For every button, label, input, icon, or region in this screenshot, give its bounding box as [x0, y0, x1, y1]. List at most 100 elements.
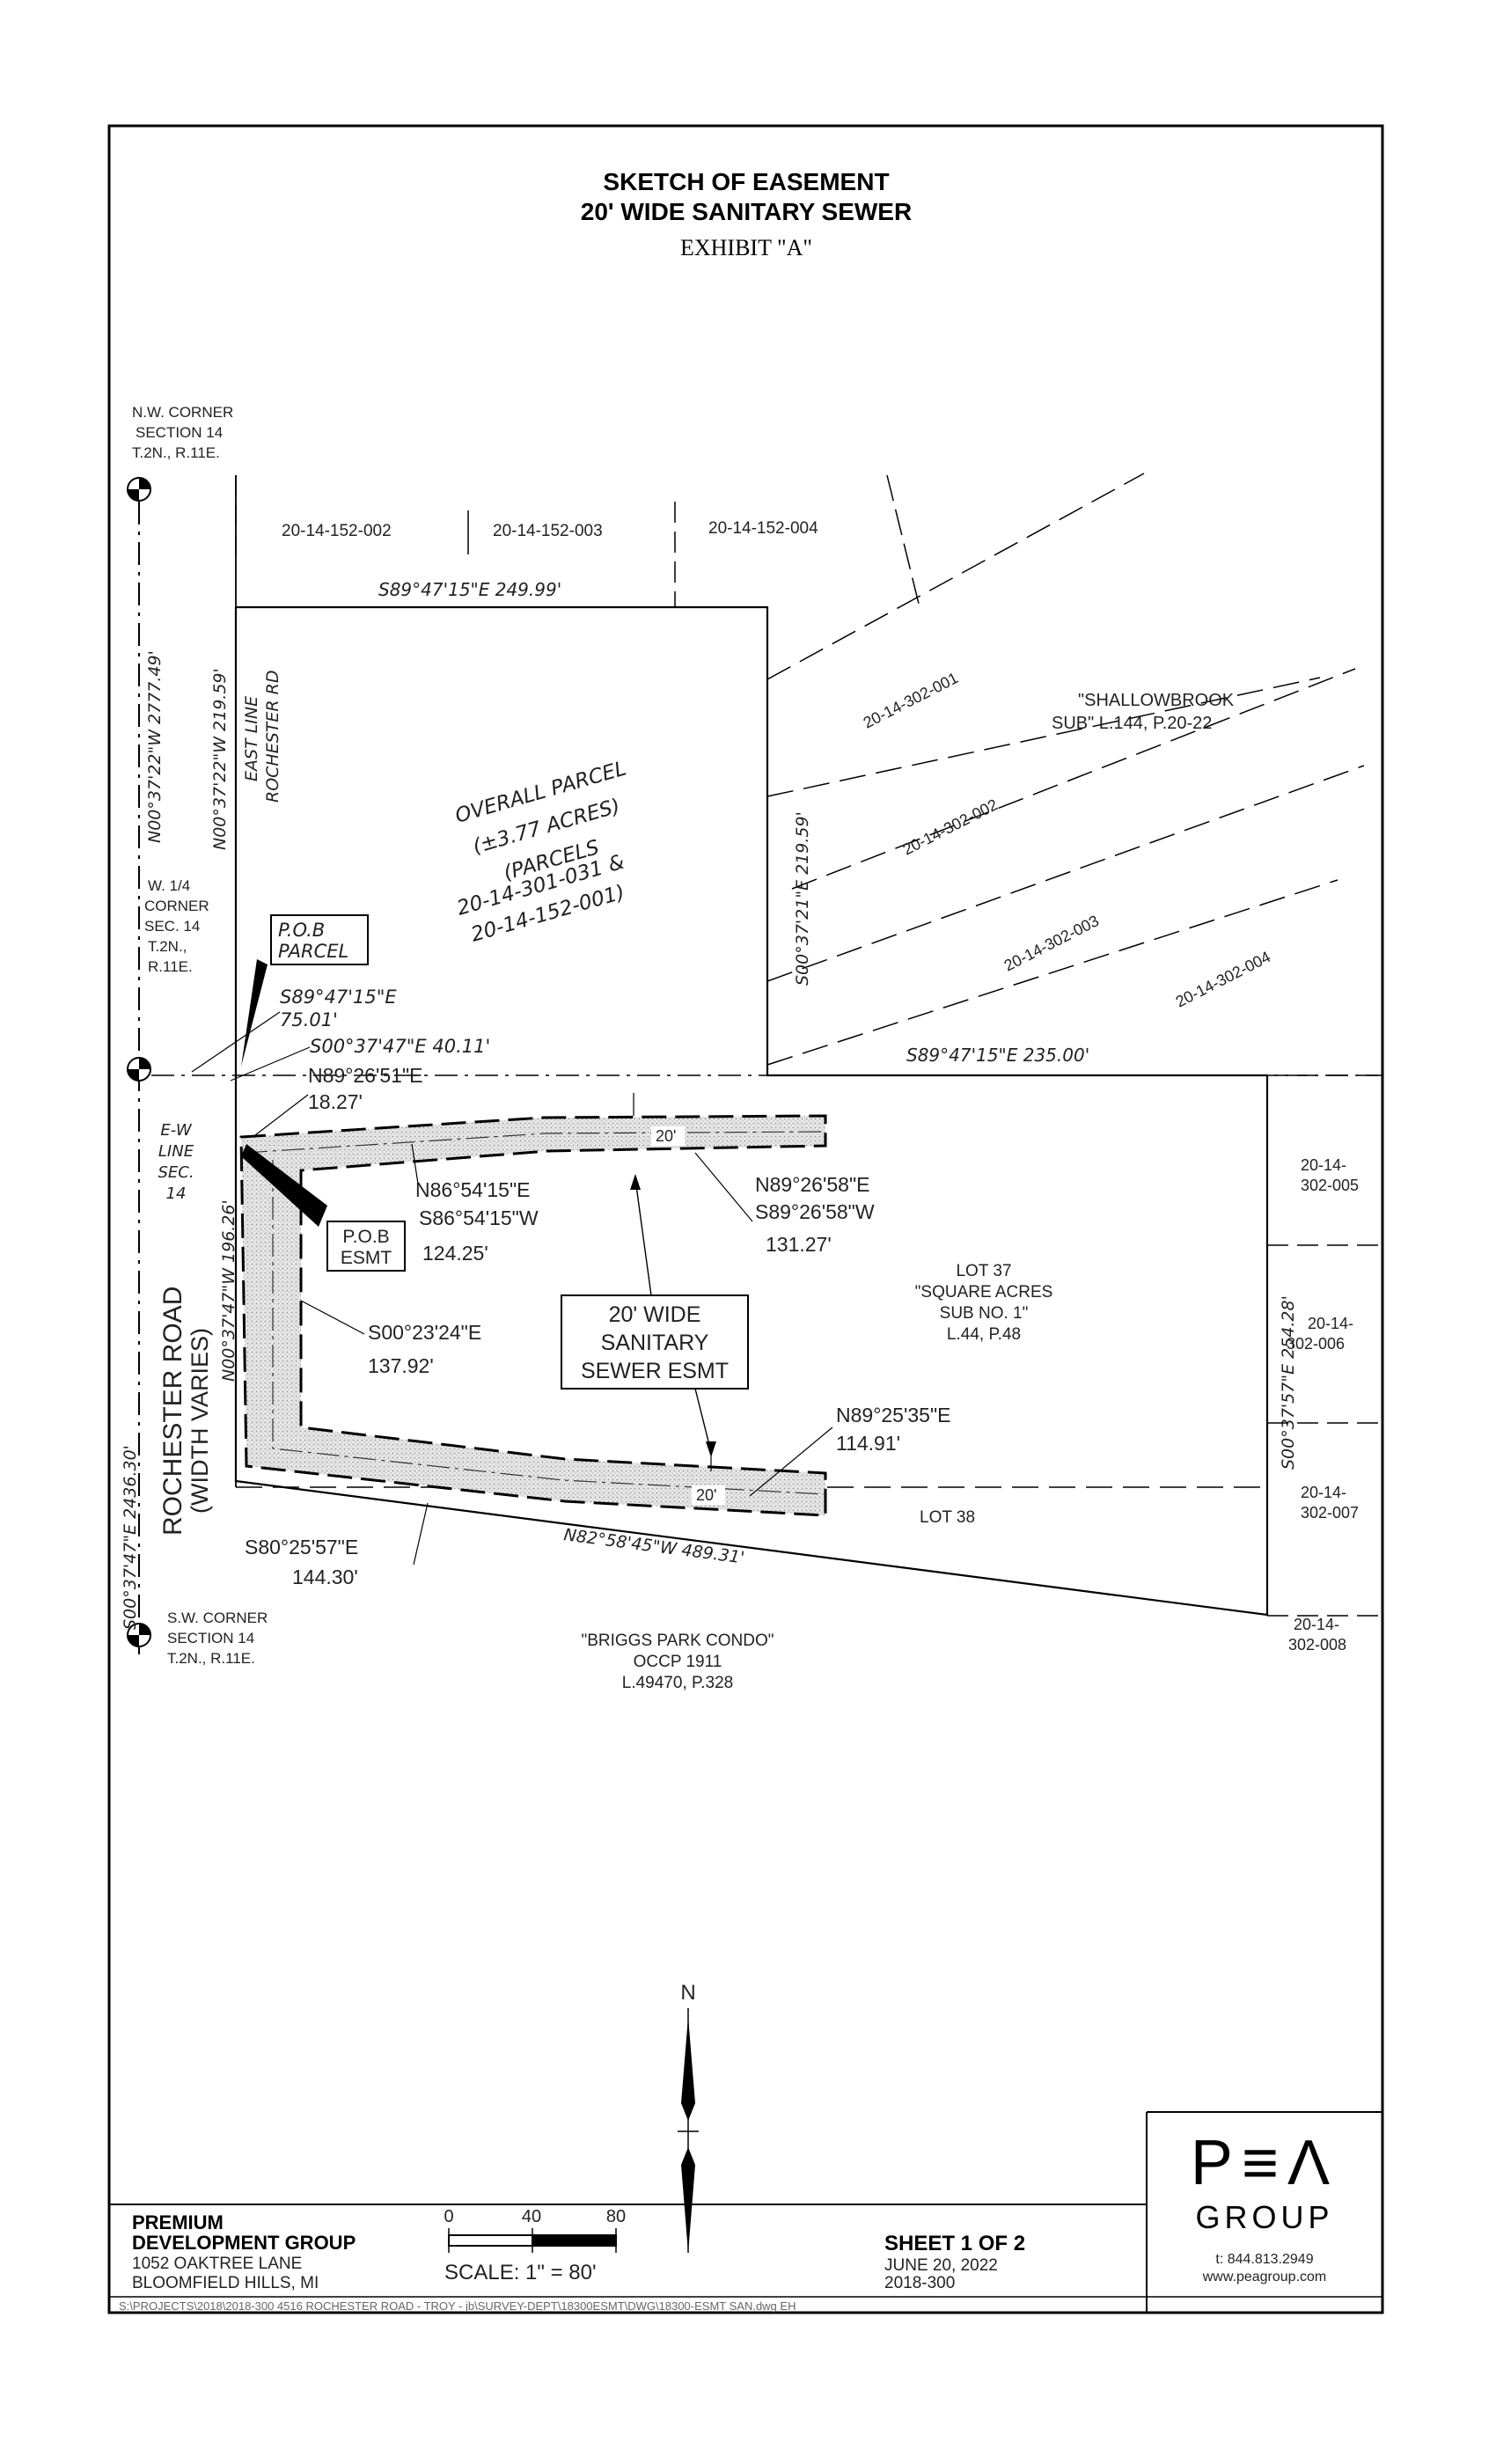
- svg-text:20': 20': [656, 1127, 676, 1145]
- svg-text:40: 40: [522, 2207, 541, 2226]
- east-upper-bearing: S00°37'21"E 219.59': [793, 811, 812, 986]
- w-quarter-corner-label: W. 1/4 CORNER SEC. 14 T.2N., R.11E.: [144, 877, 209, 975]
- svg-text:N89°26'58"E: N89°26'58"E: [755, 1173, 869, 1196]
- svg-text:SEWER ESMT: SEWER ESMT: [581, 1359, 729, 1383]
- svg-text:ROCHESTER RD: ROCHESTER RD: [263, 671, 282, 803]
- title-line1: SKETCH OF EASEMENT: [603, 168, 889, 195]
- svg-text:(WIDTH VARIES): (WIDTH VARIES): [187, 1328, 213, 1514]
- nw-corner-label: N.W. CORNER SECTION 14 T.2N., R.11E.: [132, 404, 233, 461]
- svg-text:CORNER: CORNER: [144, 898, 209, 914]
- svg-text:BLOOMFIELD HILLS, MI: BLOOMFIELD HILLS, MI: [132, 2274, 319, 2292]
- svg-text:T.2N., R.11E.: T.2N., R.11E.: [132, 444, 220, 461]
- svg-text:20' WIDE: 20' WIDE: [609, 1302, 701, 1327]
- west-top-bearing: N00°37'22"W 219.59': [210, 668, 230, 850]
- svg-text:124.25': 124.25': [422, 1242, 488, 1265]
- sanitary-sewer-easement: [239, 1114, 827, 1517]
- svg-text:302-005: 302-005: [1301, 1177, 1359, 1194]
- svg-text:T.2N.,: T.2N.,: [148, 938, 187, 955]
- esmt-leader: [749, 1426, 833, 1497]
- svg-text:P.O.B: P.O.B: [342, 1227, 389, 1247]
- svg-text:N86°54'15"E: N86°54'15"E: [415, 1178, 530, 1201]
- svg-text:N: N: [680, 1981, 695, 2005]
- tie-leader: [191, 1011, 281, 1073]
- svg-text:www.peagroup.com: www.peagroup.com: [1202, 2270, 1327, 2284]
- svg-text:"BRIGGS PARK CONDO": "BRIGGS PARK CONDO": [581, 1632, 774, 1650]
- east-line-rochester-label: EAST LINE ROCHESTER RD: [242, 671, 282, 803]
- svg-text:SUB" L.144, P.20-22: SUB" L.144, P.20-22: [1052, 714, 1212, 733]
- svg-text:144.30': 144.30': [292, 1566, 358, 1588]
- esmt-leader: [694, 1152, 753, 1222]
- scale-bar: 0 40 80 SCALE: 1" = 80': [444, 2207, 626, 2284]
- svg-text:20-14-: 20-14-: [1294, 1616, 1339, 1633]
- parcel-divider: [886, 474, 920, 608]
- svg-text:N89°26'51"E: N89°26'51"E: [308, 1064, 422, 1087]
- svg-text:L.44, P.48: L.44, P.48: [947, 1325, 1021, 1344]
- svg-text:t: 844.813.2949: t: 844.813.2949: [1215, 2252, 1313, 2267]
- svg-text:2018-300: 2018-300: [884, 2274, 955, 2292]
- w-quarter-corner-monument: [127, 1057, 151, 1082]
- esmt-leader: [254, 1094, 309, 1136]
- svg-text:20-14-152-002: 20-14-152-002: [282, 522, 392, 540]
- svg-text:302-007: 302-007: [1301, 1504, 1359, 1522]
- sheet-border: [107, 124, 1384, 2314]
- lot-38-label: LOT 38: [920, 1508, 975, 1527]
- svg-text:OCCP 1911: OCCP 1911: [634, 1653, 722, 1671]
- svg-text:S80°25'57"E: S80°25'57"E: [245, 1536, 358, 1558]
- svg-text:JUNE 20, 2022: JUNE 20, 2022: [884, 2256, 998, 2275]
- north-arrow: N: [678, 1981, 699, 2253]
- west-bottom-bearing: N00°37'47"W 196.26': [219, 1199, 238, 1382]
- svg-text:14: 14: [166, 1184, 187, 1203]
- svg-text:ROCHESTER ROAD: ROCHESTER ROAD: [158, 1287, 187, 1536]
- lot-37-label: LOT 37 "SQUARE ACRES SUB NO. 1" L.44, P.…: [915, 1262, 1053, 1344]
- ew-line-label: E-W LINE SEC. 14: [158, 1121, 194, 1203]
- svg-text:1052 OAKTREE LANE: 1052 OAKTREE LANE: [132, 2255, 302, 2273]
- arrowhead: [630, 1174, 641, 1190]
- pob-parcel-label: P.O.B PARCEL: [278, 920, 348, 962]
- svg-text:20': 20': [696, 1486, 716, 1504]
- svg-text:LOT 37: LOT 37: [956, 1262, 1011, 1280]
- firm-contact: t: 844.813.2949 www.peagroup.com: [1202, 2252, 1327, 2284]
- svg-text:20-14-152-004: 20-14-152-004: [708, 519, 818, 538]
- south-line-bearing: N82°58'45"W 489.31': [562, 1525, 745, 1567]
- esmt-callout-label: 20' WIDE SANITARY SEWER ESMT: [581, 1302, 729, 1383]
- svg-text:PARCEL: PARCEL: [278, 941, 348, 962]
- svg-text:SANITARY: SANITARY: [601, 1331, 709, 1355]
- svg-text:SHEET 1 OF 2: SHEET 1 OF 2: [884, 2232, 1025, 2255]
- svg-text:S89°26'58"W: S89°26'58"W: [755, 1200, 875, 1223]
- top-parcel-ids: 20-14-152-002 20-14-152-003 20-14-152-00…: [282, 519, 818, 540]
- file-path: S:\PROJECTS\2018\2018-300 4516 ROCHESTER…: [119, 2299, 796, 2313]
- overall-parcel-label: OVERALL PARCEL (±3.77 ACRES) (PARCELS 20…: [452, 757, 628, 946]
- pob-esmt-box: [326, 1221, 406, 1272]
- svg-text:SECTION 14: SECTION 14: [167, 1630, 254, 1646]
- pob-esmt-label: P.O.B ESMT: [341, 1227, 392, 1268]
- pob-parcel-box: [270, 914, 369, 965]
- svg-text:S86°54'15"W: S86°54'15"W: [419, 1206, 539, 1229]
- svg-text:20-14-302-004: 20-14-302-004: [1173, 948, 1273, 1010]
- svg-text:20-14-152-003: 20-14-152-003: [493, 522, 603, 540]
- svg-text:EAST LINE: EAST LINE: [242, 696, 261, 781]
- svg-text:131.27': 131.27': [766, 1233, 832, 1256]
- svg-text:302-008: 302-008: [1288, 1636, 1346, 1654]
- svg-text:SECTION 14: SECTION 14: [136, 424, 223, 441]
- svg-text:S00°23'24"E: S00°23'24"E: [368, 1321, 481, 1344]
- svg-text:137.92': 137.92': [368, 1354, 434, 1377]
- svg-text:20-14-302-002: 20-14-302-002: [900, 796, 1001, 858]
- svg-text:S.W. CORNER: S.W. CORNER: [167, 1610, 268, 1626]
- east-lower-bearing: S00°37'57"E 254.28': [1279, 1295, 1298, 1470]
- svg-text:"SQUARE ACRES: "SQUARE ACRES: [915, 1283, 1053, 1302]
- briggs-park-label: "BRIGGS PARK CONDO" OCCP 1911 L.49470, P…: [581, 1632, 774, 1692]
- north-line-bearing: S89°47'15"E 249.99': [378, 579, 561, 600]
- esmt-callout-box: [561, 1294, 749, 1390]
- middle-line-bearing: S89°47'15"E 235.00': [906, 1045, 1089, 1066]
- shallowbrook-sub-label: "SHALLOWBROOK SUB" L.144, P.20-22: [1052, 691, 1235, 733]
- svg-text:ESMT: ESMT: [341, 1248, 392, 1268]
- svg-text:20-14-: 20-14-: [1301, 1484, 1346, 1501]
- esmt-seg3-bearing: N89°26'58"E S89°26'58"W 131.27': [755, 1173, 875, 1256]
- svg-text:80: 80: [606, 2207, 626, 2226]
- esmt-seg2-bearing: N86°54'15"E S86°54'15"W 124.25': [415, 1178, 539, 1265]
- esmt-east-bottom-bearing: N89°25'35"E 114.91': [836, 1404, 950, 1455]
- title-line2: 20' WIDE SANITARY SEWER: [581, 198, 912, 225]
- rochester-road-label: ROCHESTER ROAD (WIDTH VARIES): [158, 1287, 213, 1536]
- arrowhead: [706, 1441, 716, 1457]
- svg-text:W. 1/4: W. 1/4: [148, 877, 190, 894]
